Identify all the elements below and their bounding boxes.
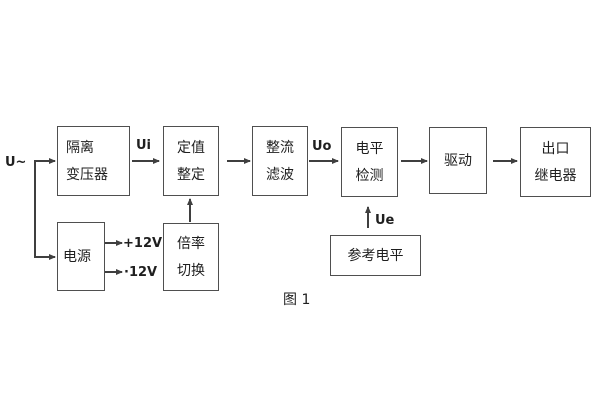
block-label-line: 滤波 [266, 166, 294, 183]
block-setpoint-adjust: 定值 整定 [163, 126, 219, 196]
arrow-ratio-to-setpoint [189, 199, 191, 222]
arrow-setpoint-to-rectifier [227, 160, 250, 162]
block-ratio-switch: 倍率 切换 [163, 223, 219, 291]
block-output-relay: 出口 继电器 [520, 127, 591, 197]
block-label-line: 电平 [355, 140, 384, 157]
input-branch-line [34, 160, 36, 257]
arrow-uo [309, 160, 338, 162]
arrow-rail-pos [105, 242, 122, 244]
block-isolation-transformer: 隔离 变压器 [57, 126, 130, 196]
block-label-line: 定值 [177, 139, 205, 156]
block-driver: 驱动 [429, 127, 487, 194]
block-label-line: 电源 [63, 248, 91, 265]
block-label-line: 检测 [355, 167, 384, 184]
block-label-line: 整流 [266, 139, 294, 156]
arrow-rail-neg [105, 271, 122, 273]
block-label-line: 继电器 [534, 167, 577, 184]
arrow-ui [132, 160, 159, 162]
arrow-input-to-power-supply [34, 256, 55, 258]
block-label-line: 驱动 [444, 152, 472, 169]
signal-ue-label: Ue [375, 213, 395, 228]
block-label-line: 参考电平 [347, 247, 404, 264]
signal-uo-label: Uo [312, 139, 332, 154]
block-label-line: 出口 [541, 140, 570, 157]
rail-neg-label: ·12V [124, 265, 158, 280]
arrow-ue [367, 207, 369, 228]
signal-ui-label: Ui [136, 138, 152, 153]
block-label-line: 隔离 [66, 139, 94, 156]
rail-pos-label: +12V [123, 236, 163, 251]
block-rectifier-filter: 整流 滤波 [252, 126, 308, 196]
block-label-line: 倍率 [177, 235, 205, 252]
block-power-supply: 电源 [57, 222, 105, 291]
arrow-driver-to-relay [493, 160, 517, 162]
figure-caption: 图 1 [283, 292, 311, 308]
block-level-detector: 电平 检测 [341, 127, 398, 197]
input-voltage-label: U~ [5, 155, 27, 170]
block-reference-level: 参考电平 [330, 235, 421, 276]
block-label-line: 整定 [177, 166, 205, 183]
arrow-input-to-isolation-transformer [34, 160, 55, 162]
block-label-line: 变压器 [66, 166, 108, 183]
block-label-line: 切换 [177, 262, 205, 279]
arrow-detector-to-driver [401, 160, 427, 162]
